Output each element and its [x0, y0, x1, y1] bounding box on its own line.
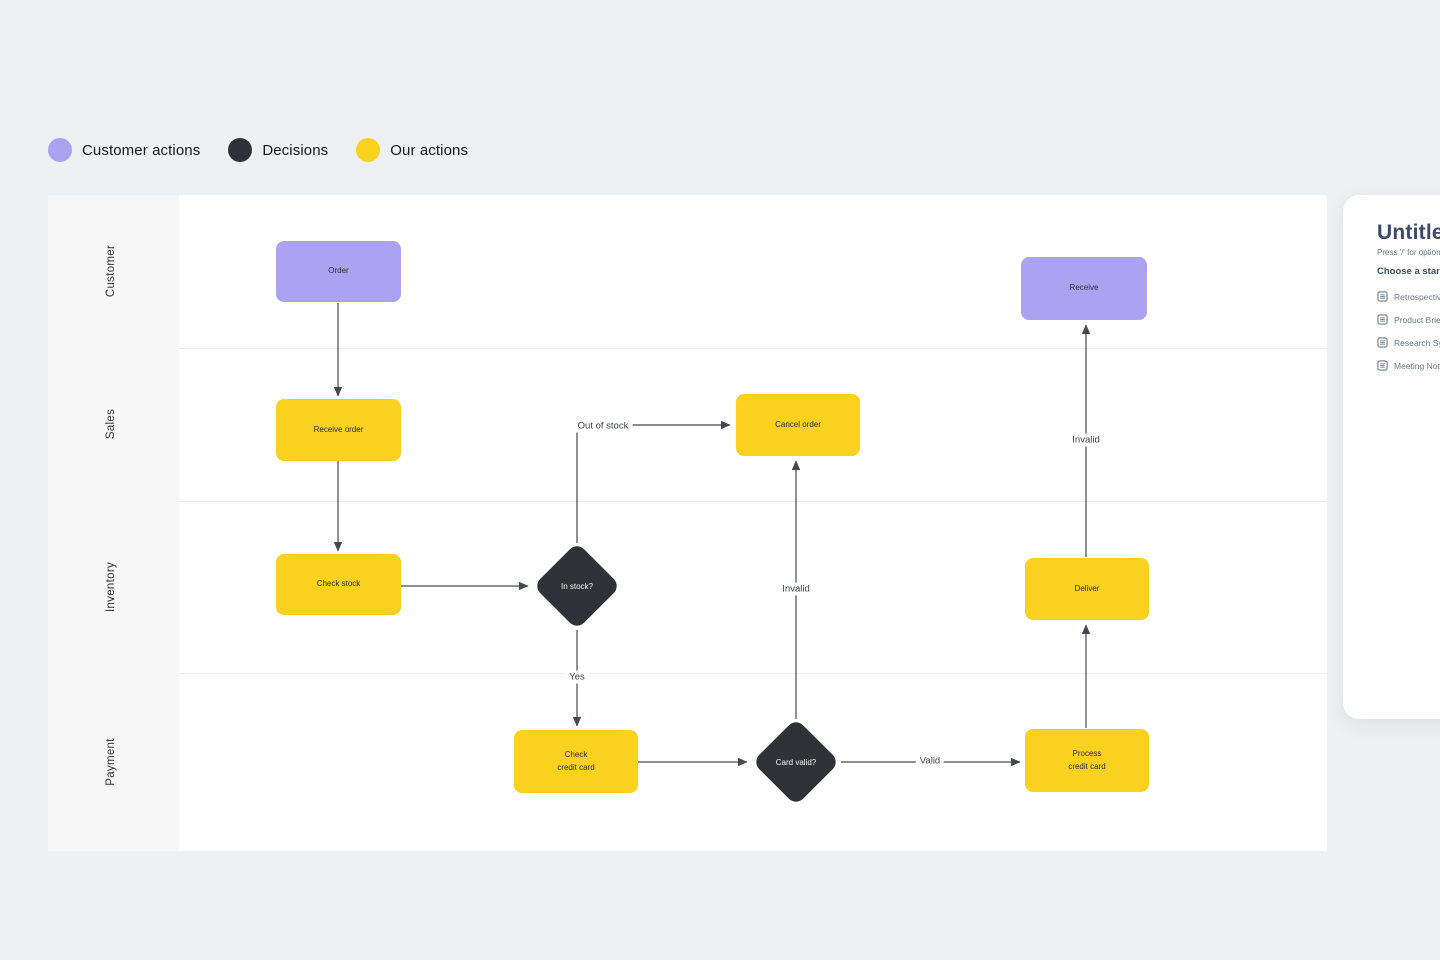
template-item-label: Retrospective S	[1394, 291, 1440, 302]
legend-item-decisions[interactable]: Decisions	[228, 138, 328, 162]
template-item-label: Meeting Notes	[1394, 360, 1440, 371]
edge-label-yes[interactable]: Yes	[565, 670, 589, 684]
legend-item-our-actions[interactable]: Our actions	[356, 138, 468, 162]
lane-label-payment[interactable]: Payment	[105, 738, 117, 786]
node-receive-order[interactable]: Receive order	[276, 399, 401, 461]
template-item-label: Research Synth	[1394, 337, 1440, 348]
decisions-swatch-icon	[228, 138, 253, 162]
template-item-retrospective[interactable]: Retrospective S	[1377, 285, 1440, 308]
legend-item-customer-actions[interactable]: Customer actions	[48, 138, 200, 162]
edge-label-invalid-deliver[interactable]: Invalid	[1068, 433, 1104, 447]
template-panel: Untitled Press '/' for options o Choose …	[1343, 195, 1440, 719]
lane-divider	[179, 501, 1327, 502]
node-card-valid-decision[interactable]: Card valid?	[752, 718, 840, 806]
document-icon	[1377, 337, 1388, 348]
lane-label-inventory[interactable]: Inventory	[105, 561, 117, 613]
node-cancel-order[interactable]: Cancel order	[736, 394, 860, 456]
node-check-credit-card[interactable]: Check credit card	[514, 730, 638, 793]
options-hint: Press '/' for options o	[1377, 248, 1440, 257]
legend-label: Customer actions	[82, 141, 201, 159]
node-check-stock[interactable]: Check stock	[276, 554, 401, 615]
node-in-stock-decision[interactable]: In stock?	[533, 542, 621, 630]
our-actions-swatch-icon	[356, 138, 381, 162]
template-list: Retrospective S Product Brief Research S…	[1377, 285, 1440, 377]
lane-divider	[179, 673, 1327, 674]
template-item-label: Product Brief	[1394, 314, 1440, 325]
node-receive[interactable]: Receive	[1021, 257, 1147, 320]
template-item-product-brief[interactable]: Product Brief	[1377, 308, 1440, 331]
edge-label-valid[interactable]: Valid	[915, 754, 945, 768]
legend-label: Decisions	[262, 141, 329, 159]
lane-label-customer[interactable]: Customer	[105, 244, 117, 298]
node-deliver[interactable]: Deliver	[1025, 558, 1149, 620]
legend-label: Our actions	[390, 141, 469, 159]
board-title[interactable]: Untitled	[1377, 221, 1440, 244]
decision-label: In stock?	[560, 581, 593, 591]
decision-label: Card valid?	[775, 757, 817, 767]
edge-label-out-of-stock[interactable]: Out of stock	[573, 419, 633, 433]
lane-label-rail	[48, 195, 179, 851]
lane-divider	[179, 348, 1327, 349]
document-icon	[1377, 314, 1388, 325]
node-order[interactable]: Order	[276, 241, 401, 302]
template-item-research-synthesis[interactable]: Research Synth	[1377, 331, 1440, 354]
panel-section-head: Choose a starting	[1377, 266, 1440, 277]
document-icon	[1377, 360, 1388, 371]
customer-actions-swatch-icon	[48, 138, 72, 162]
lane-label-sales[interactable]: Sales	[105, 408, 117, 440]
legend: Customer actions Decisions Our actions	[48, 138, 468, 162]
template-item-meeting-notes[interactable]: Meeting Notes	[1377, 354, 1440, 377]
edge-label-invalid-card[interactable]: Invalid	[778, 582, 814, 596]
node-process-credit-card[interactable]: Process credit card	[1025, 729, 1149, 792]
document-icon	[1377, 291, 1388, 302]
